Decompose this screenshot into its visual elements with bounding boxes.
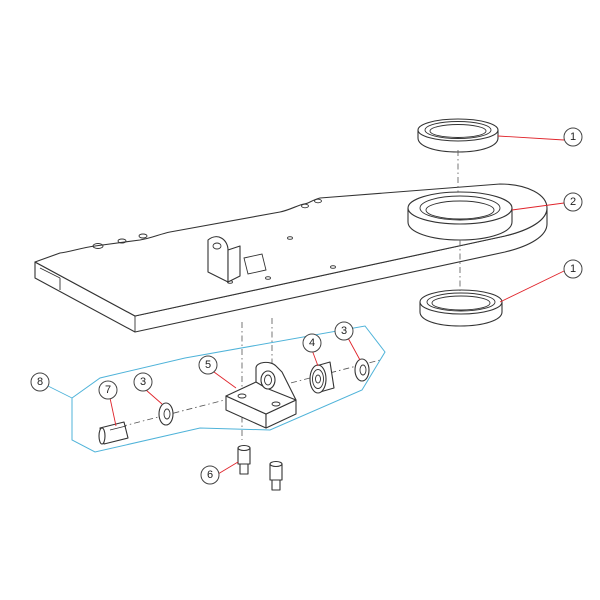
callout-2: 2: [563, 192, 583, 212]
callout-label: 3: [140, 376, 146, 388]
callout-3-left: 3: [133, 372, 153, 392]
dowel-pin: [98, 421, 129, 445]
callout-label: 1: [570, 263, 576, 275]
washer-left: [158, 402, 174, 426]
bracket-block: [225, 361, 297, 429]
callout-1-top: 1: [563, 127, 583, 147]
callout-label: 4: [309, 337, 315, 349]
callout-label: 6: [207, 469, 213, 481]
callout-label: 3: [341, 325, 347, 337]
callout-label: 1: [570, 131, 576, 143]
callout-label: 8: [37, 376, 43, 388]
callout-4: 4: [302, 333, 322, 353]
seal-ring-bottom: [419, 289, 503, 327]
callout-label: 2: [570, 196, 576, 208]
callout-1-bottom: 1: [563, 259, 583, 279]
callout-7: 7: [98, 380, 118, 400]
callout-3-right: 3: [334, 321, 354, 341]
ball-bearing: [309, 361, 335, 394]
bearing-housing: [407, 191, 513, 241]
callout-label: 5: [205, 359, 211, 371]
callout-label: 7: [105, 384, 111, 396]
plate-holes: [92, 198, 336, 284]
washer-right: [354, 358, 370, 382]
cap-screw-left: [237, 444, 251, 475]
cap-screw-right: [269, 460, 283, 491]
callout-8: 8: [30, 372, 50, 392]
seal-ring-top: [417, 118, 499, 153]
callout-6: 6: [200, 465, 220, 485]
subassembly-outline: [71, 325, 386, 453]
leader-lines: [47, 135, 565, 475]
callout-5: 5: [198, 355, 218, 375]
